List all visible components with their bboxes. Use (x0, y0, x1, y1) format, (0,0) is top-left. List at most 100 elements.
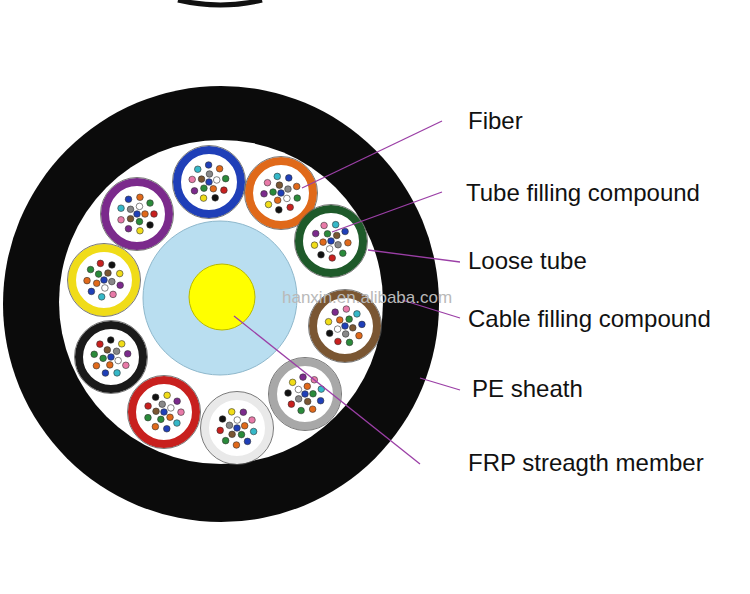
fiber (125, 196, 132, 203)
fiber (312, 230, 319, 237)
fiber (152, 423, 159, 430)
callout-label: Tube filling compound (466, 180, 700, 206)
fiber (206, 179, 213, 186)
fiber (261, 191, 268, 198)
fiber (205, 162, 212, 169)
loose-tube (205, 396, 269, 460)
fiber (109, 262, 116, 269)
fiber (335, 241, 342, 248)
fiber (158, 416, 165, 423)
fiber (137, 227, 144, 234)
fiber (118, 205, 125, 212)
fiber (234, 425, 241, 432)
fiber (333, 232, 340, 239)
fiber (228, 409, 235, 416)
fiber (198, 176, 205, 183)
fiber (136, 203, 143, 210)
fiber (217, 427, 224, 434)
fiber (142, 211, 149, 218)
loose-tube (249, 161, 313, 225)
fiber (118, 217, 125, 224)
fiber (293, 183, 300, 190)
fiber (334, 326, 341, 333)
fiber (110, 291, 117, 298)
fiber (174, 420, 181, 427)
fiber (354, 311, 361, 318)
tube-outline (128, 376, 201, 449)
loose-tube (273, 362, 337, 426)
fiber (102, 285, 109, 292)
fiber (134, 211, 141, 218)
fiber (93, 362, 100, 369)
fiber (304, 383, 311, 390)
fiber (264, 179, 271, 186)
fiber (342, 323, 349, 330)
fiber (88, 288, 95, 295)
callout-label: PE sheath (472, 376, 583, 402)
fiber (137, 194, 144, 201)
tube-outline (295, 205, 368, 278)
fiber (105, 270, 112, 277)
fiber (238, 431, 245, 438)
fiber (108, 354, 115, 361)
fiber (213, 177, 220, 184)
fiber (97, 341, 104, 348)
fiber (285, 175, 292, 182)
fiber (270, 189, 277, 196)
fiber (147, 200, 154, 207)
fiber (168, 405, 175, 412)
fiber (288, 401, 295, 408)
fiber (145, 403, 152, 410)
fiber (159, 401, 166, 408)
fiber (219, 416, 226, 423)
fiber (191, 188, 198, 195)
fiber (326, 246, 333, 253)
fiber (147, 222, 154, 229)
tube-outline (101, 178, 174, 251)
fiber (222, 175, 229, 182)
fiber (317, 397, 324, 404)
fiber (216, 165, 223, 172)
fiber (222, 437, 229, 444)
callout-label: Cable filling compound (468, 306, 711, 332)
fiber (210, 185, 217, 192)
fiber (250, 428, 257, 435)
fiber (321, 222, 328, 229)
fiber (325, 318, 332, 325)
fiber (145, 414, 152, 421)
fiber (324, 231, 331, 238)
fiber (97, 260, 104, 267)
loose-tube (132, 380, 196, 444)
fiber (336, 317, 343, 324)
fiber (349, 325, 356, 332)
fiber (240, 409, 247, 416)
fiber (178, 409, 185, 416)
tube-outline (75, 321, 148, 394)
fiber (163, 425, 170, 432)
fiber (174, 398, 181, 405)
fiber (287, 204, 294, 211)
fiber (318, 251, 325, 258)
fiber (118, 341, 125, 348)
loose-tube (299, 209, 363, 273)
fiber (113, 348, 120, 355)
fiber (359, 321, 366, 328)
fiber (93, 280, 100, 287)
fiber (300, 374, 307, 381)
frp-strength-member (189, 264, 255, 330)
fiber (100, 355, 107, 362)
fiber (276, 182, 283, 189)
tube-outline (173, 146, 246, 219)
fiber (164, 392, 171, 399)
fiber (289, 379, 296, 386)
fiber (295, 386, 302, 393)
fiber (332, 221, 339, 228)
fiber (102, 370, 109, 377)
fiber (221, 187, 228, 194)
loose-tube (105, 182, 169, 246)
fiber (340, 250, 347, 257)
fiber (123, 362, 130, 369)
fiber (342, 331, 349, 338)
fiber (328, 238, 335, 245)
fiber (114, 370, 121, 377)
